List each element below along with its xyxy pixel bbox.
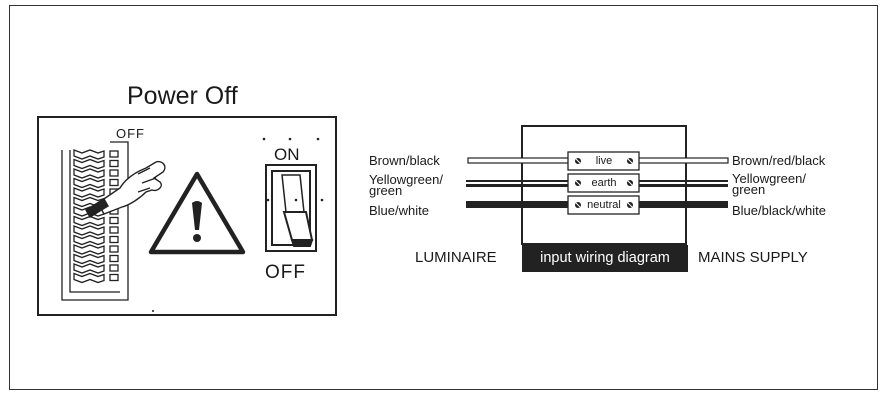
breaker-row (73, 177, 105, 189)
breaker-screw (109, 169, 119, 177)
breaker-screw (109, 159, 119, 168)
breaker-row (73, 225, 105, 236)
switch-on-label: ON (274, 145, 300, 164)
breaker-screw (109, 235, 119, 244)
luminaire-label: LUMINAIRE (415, 249, 497, 266)
terminal-live-label: live (595, 155, 613, 167)
power-off-panel (37, 116, 337, 316)
right-wire-neutral-label: Blue/black/white (732, 203, 826, 218)
right-wire-earth-label: Yellowgreen/ green (732, 171, 806, 198)
earth-wire (466, 180, 728, 187)
breaker-screw (109, 264, 119, 272)
left-wire-earth-label: Yellowgreen/ green (369, 172, 443, 199)
breaker-row (73, 272, 105, 284)
breaker-screw (109, 226, 119, 234)
small-dot (152, 310, 154, 312)
power-off-title: Power Off (127, 82, 238, 110)
breaker-off-label: OFF (116, 126, 145, 141)
switch-off-label: OFF (265, 262, 306, 283)
breaker-screw (109, 245, 119, 253)
breaker-row (73, 158, 105, 170)
breaker-screw (109, 273, 119, 282)
pointing-hand-icon (85, 160, 166, 218)
rocker-switch-icon (262, 137, 324, 252)
neutral-wire (466, 201, 728, 208)
breaker-row (73, 234, 105, 246)
breaker-row (73, 253, 105, 265)
wiring-diagram-title: input wiring diagram (522, 245, 688, 272)
left-wire-live-label: Brown/black (369, 153, 440, 168)
warning-triangle-icon (148, 171, 246, 255)
breaker-screw (109, 216, 119, 225)
breaker-row (73, 149, 105, 160)
breaker-screw (109, 150, 119, 158)
breaker-row (73, 263, 105, 274)
breaker-screw (109, 254, 119, 263)
right-wire-live-label: Brown/red/black (732, 153, 826, 168)
breaker-row (73, 187, 105, 198)
terminal-earth-label: earth (591, 177, 617, 189)
terminal-blocks (567, 151, 640, 215)
terminal-neutral-label: neutral (587, 199, 621, 211)
breaker-row (73, 215, 105, 227)
breaker-row (73, 244, 105, 255)
left-wire-neutral-label: Blue/white (369, 203, 429, 218)
breaker-panel-icon (61, 141, 129, 301)
outer-frame (9, 5, 878, 390)
mains-supply-label: MAINS SUPPLY (698, 249, 808, 266)
breaker-screw (109, 178, 119, 187)
breaker-row (73, 168, 105, 179)
